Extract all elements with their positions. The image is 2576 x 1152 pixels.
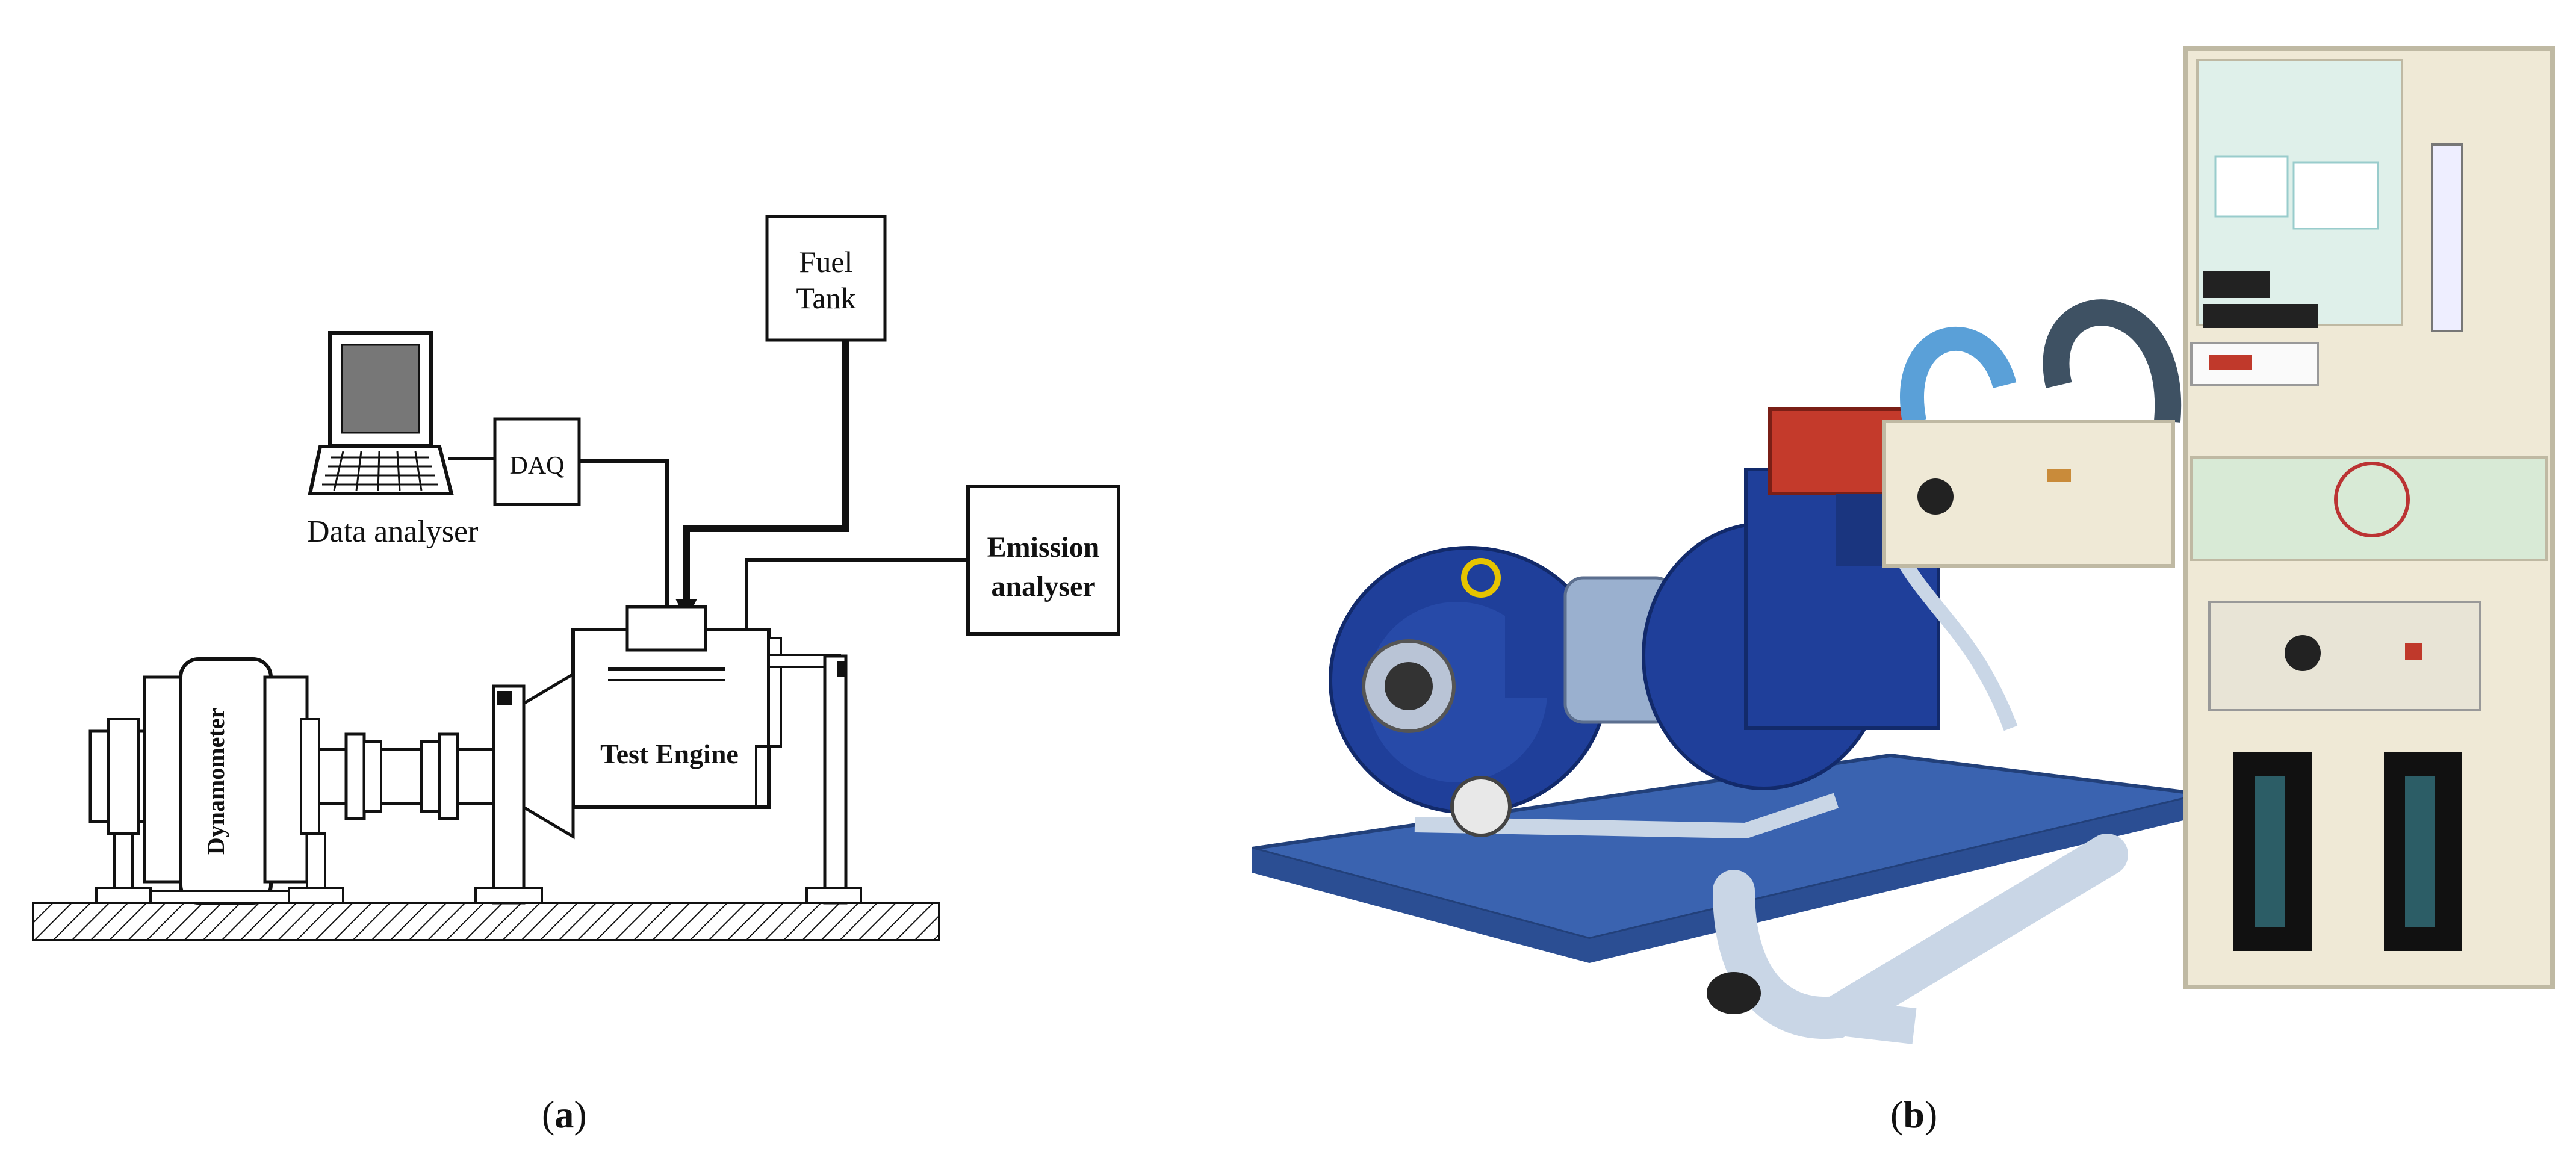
cooling-hose (1900, 326, 2017, 424)
data-analyser-label: Data analyser (307, 515, 478, 549)
dynamometer (88, 657, 344, 905)
panel-a-schematic: Data analyser DAQ Fuel Tank Emission ana… (0, 0, 1204, 1152)
emission-label-line1: Emission (987, 531, 1100, 563)
engine-test-rig-photo (1252, 46, 2555, 1044)
emission-label-line2: analyser (991, 571, 1095, 602)
engine-block (1642, 407, 1940, 790)
digital-display (2203, 271, 2270, 298)
drive-shaft (311, 748, 495, 805)
daq-label: DAQ (510, 452, 565, 480)
schematic-diagram: Data analyser DAQ Fuel Tank Emission ana… (32, 215, 1120, 941)
fuel-tank-label-line2: Tank (796, 281, 855, 315)
dynamometer-unit (1329, 546, 1675, 837)
bench-base (32, 902, 940, 941)
daq-box (493, 417, 581, 506)
bell-housing (521, 671, 575, 840)
test-engine-block (571, 628, 771, 809)
fuel-tank-label-line1: Fuel (799, 245, 853, 279)
rotameter (2431, 143, 2463, 332)
daq-signal-line (579, 459, 669, 608)
emission-analyser-box (966, 485, 1120, 636)
computer-icon (308, 331, 454, 495)
panel-b-photo: (b) (1204, 0, 2576, 1152)
caption-b: (b) (1890, 1093, 1938, 1136)
exhaust-pipe (1713, 834, 2128, 1039)
injector-block (625, 605, 707, 652)
caption-a: (a) (542, 1093, 587, 1136)
emission-line (745, 558, 968, 629)
fuel-line (683, 340, 849, 605)
test-engine-label: Test Engine (600, 739, 739, 769)
instrument-cabinet (2183, 46, 2555, 989)
dynamometer-label: Dynamometer (202, 708, 229, 855)
fuel-tank-box (765, 215, 887, 342)
